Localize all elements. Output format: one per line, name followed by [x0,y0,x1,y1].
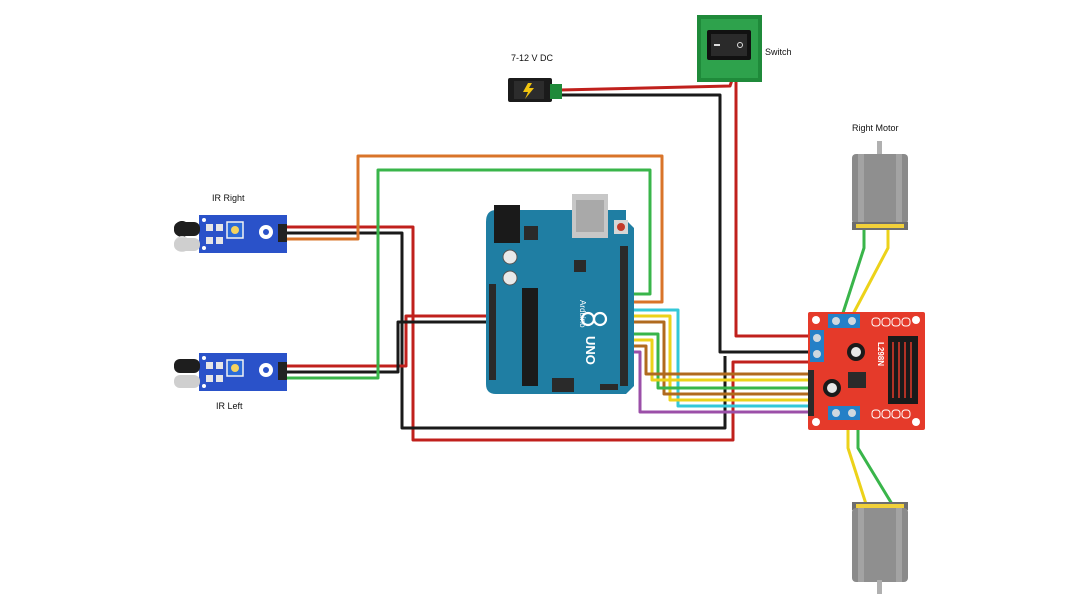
wire-right-motor-b [850,228,890,317]
wire-right-motor-a [840,228,866,317]
switch-label: Switch [765,47,792,57]
arduino-logo-icon [580,311,608,327]
wire-ctrl-yellow-a [626,314,812,402]
wire-ir-left-out [287,168,652,380]
rocker-switch [697,15,762,82]
wire-ctrl-green [626,332,812,390]
left-motor [852,502,908,594]
ir-left-label: IR Left [216,401,243,411]
wire-ir-right-vcc [287,225,812,442]
ir-sensor-right [174,215,287,253]
right-motor [852,141,908,230]
wire-power-negative [560,93,812,354]
wire-switch-to-driver [734,80,812,338]
arduino-model-text: UNO [583,336,598,365]
wire-ir-left-gnd [287,320,492,374]
right-motor-label: Right Motor [852,123,899,133]
power-label: 7-12 V DC [511,53,554,63]
wire-ir-right-out [287,154,664,304]
ir-sensor-left [174,353,287,391]
wire-ir-right-gnd [287,231,727,430]
dc-power-jack [508,78,562,102]
l298n-motor-driver [808,312,925,430]
wire-ctrl-cyan [626,308,812,408]
arduino-brand-text: Arduino [578,300,587,328]
ir-right-label: IR Right [212,193,245,203]
wire-ir-left-vcc [287,314,492,368]
wire-ctrl-brown-b [626,344,812,376]
driver-model-text: L298N [876,342,885,366]
wire-ctrl-yellow-b [626,338,812,382]
wire-ctrl-brown-a [626,320,812,396]
wires [287,79,894,505]
arduino-uno-board [486,194,634,394]
lightning-icon [523,83,534,99]
